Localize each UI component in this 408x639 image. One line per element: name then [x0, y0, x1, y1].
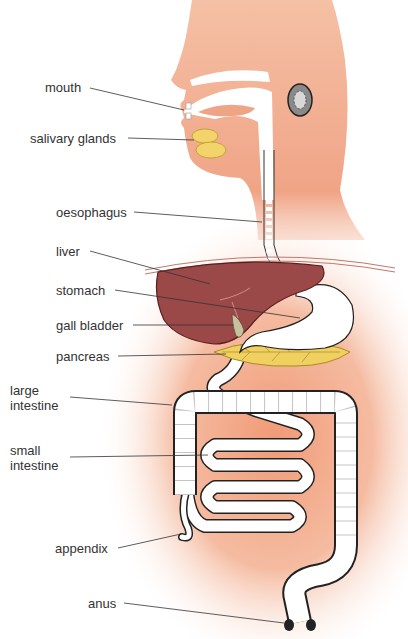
tooth — [186, 103, 191, 109]
tongue — [198, 105, 255, 116]
anus-sphincter — [306, 619, 316, 631]
gall-bladder — [232, 314, 244, 337]
part-label: anus — [88, 596, 116, 611]
part-label: small intestine — [10, 443, 72, 473]
part-label: salivary glands — [30, 131, 116, 146]
label-anchor: appendix — [55, 541, 108, 556]
intestine-outline — [186, 352, 308, 526]
leader-line — [70, 397, 172, 405]
ear-oval — [288, 84, 312, 116]
part-label: appendix — [55, 541, 108, 556]
label-anchor: small intestine — [10, 443, 72, 473]
anus-sphincter — [284, 619, 294, 631]
haustra — [185, 402, 346, 545]
label-anchor: large intestine — [10, 383, 72, 413]
torso-glow — [97, 205, 408, 639]
leader-line — [118, 534, 181, 548]
tooth — [186, 113, 191, 119]
part-label: pancreas — [56, 349, 109, 364]
appendix — [182, 492, 189, 538]
leader-line — [124, 603, 284, 623]
part-label: oesophagus — [56, 205, 127, 220]
small-intestine — [186, 352, 308, 526]
leader-line — [90, 251, 210, 284]
intestine-lumen — [186, 352, 308, 526]
label-anchor: oesophagus — [56, 205, 127, 220]
large-intestine-outline — [185, 402, 346, 622]
label-anchor: gall bladder — [56, 318, 123, 333]
label-anchor: anus — [88, 596, 116, 611]
leader-line — [115, 290, 300, 318]
leader-line — [70, 455, 208, 457]
label-anchor: stomach — [56, 283, 105, 298]
leader-line — [90, 88, 184, 110]
nasal-cavity — [190, 70, 270, 86]
liver — [156, 262, 324, 344]
label-anchor: pancreas — [56, 349, 109, 364]
part-label: liver — [56, 244, 80, 259]
part-label: mouth — [45, 80, 81, 95]
leader-line — [118, 354, 226, 356]
salivary-gland — [192, 129, 218, 143]
label-anchor: salivary glands — [30, 131, 116, 146]
ear-detail — [294, 91, 306, 109]
liver-vessel — [220, 288, 250, 318]
part-label: gall bladder — [56, 318, 123, 333]
appendix-outline — [182, 492, 189, 538]
leader-line — [128, 138, 194, 140]
salivary-gland — [196, 142, 226, 158]
leader-line — [134, 212, 262, 222]
part-label: large intestine — [10, 383, 72, 413]
leader-line — [133, 325, 234, 326]
oral-cavity — [184, 87, 274, 200]
part-label: stomach — [56, 283, 105, 298]
label-anchor: liver — [56, 244, 80, 259]
label-anchor: mouth — [45, 80, 81, 95]
large-intestine — [185, 402, 346, 622]
